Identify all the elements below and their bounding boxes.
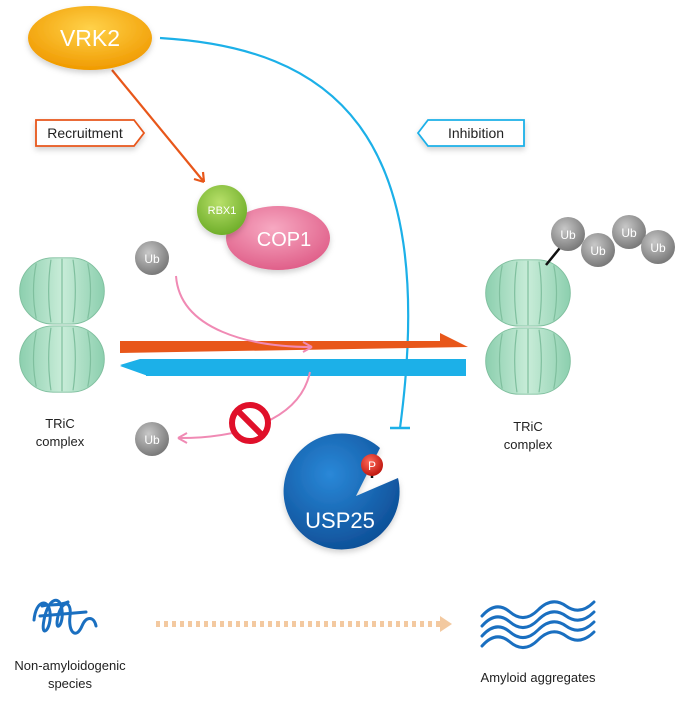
ub-chain-3: Ub: [612, 215, 646, 249]
ub-free-top: Ub: [135, 241, 169, 275]
usp25-node: P USP25: [283, 433, 400, 550]
tric-complex-left: TRiC complex: [19, 257, 105, 449]
ubiquitination-path: [175, 275, 313, 353]
non-amyloid-line2: species: [48, 676, 93, 691]
rbx1-node: RBX1: [197, 185, 247, 235]
vrk2-label: VRK2: [60, 25, 120, 51]
svg-text:Ub: Ub: [650, 241, 666, 255]
non-amyloid-line1: Non-amyloidogenic: [14, 658, 126, 673]
svg-text:Ub: Ub: [560, 228, 576, 242]
ub-chain-4: Ub: [641, 230, 675, 264]
ub-chain-1: Ub: [551, 217, 585, 251]
amyloid-label: Amyloid aggregates: [481, 670, 596, 685]
amyloid-aggregates-icon: [480, 600, 596, 649]
svg-text:Ub: Ub: [144, 433, 160, 447]
usp25-label: USP25: [305, 508, 375, 533]
phospho-label: P: [368, 459, 376, 473]
reverse-arrow: [120, 359, 466, 376]
recruitment-arrow: [111, 69, 206, 184]
inhibition-callout: Inhibition: [416, 119, 525, 147]
svg-text:Ub: Ub: [144, 252, 160, 266]
aggregation-arrow: [156, 616, 452, 632]
tric-left-line2: complex: [36, 434, 85, 449]
rbx1-label: RBX1: [208, 205, 237, 217]
tric-right-line1: TRiC: [513, 419, 543, 434]
ub-chain-2: Ub: [581, 233, 615, 267]
ub-free-bottom: Ub: [135, 422, 169, 456]
block-icon: [229, 402, 271, 444]
svg-text:Ub: Ub: [621, 226, 637, 240]
inhibition-line: [159, 36, 410, 430]
cop1-node: COP1: [226, 206, 330, 270]
ubiquitin-chain: Ub Ub Ub Ub: [545, 215, 675, 267]
forward-arrow: [120, 333, 468, 353]
tric-complex-right: TRiC complex: [485, 259, 571, 452]
non-amyloid-species-icon: [32, 598, 98, 635]
cop1-label: COP1: [257, 229, 311, 251]
recruitment-callout: Recruitment: [35, 119, 146, 147]
tric-left-line1: TRiC: [45, 416, 75, 431]
inhibition-label: Inhibition: [448, 125, 504, 141]
recruitment-label: Recruitment: [47, 125, 123, 141]
tric-right-line2: complex: [504, 437, 553, 452]
svg-text:Ub: Ub: [590, 244, 606, 258]
vrk2-node: VRK2: [28, 6, 152, 70]
